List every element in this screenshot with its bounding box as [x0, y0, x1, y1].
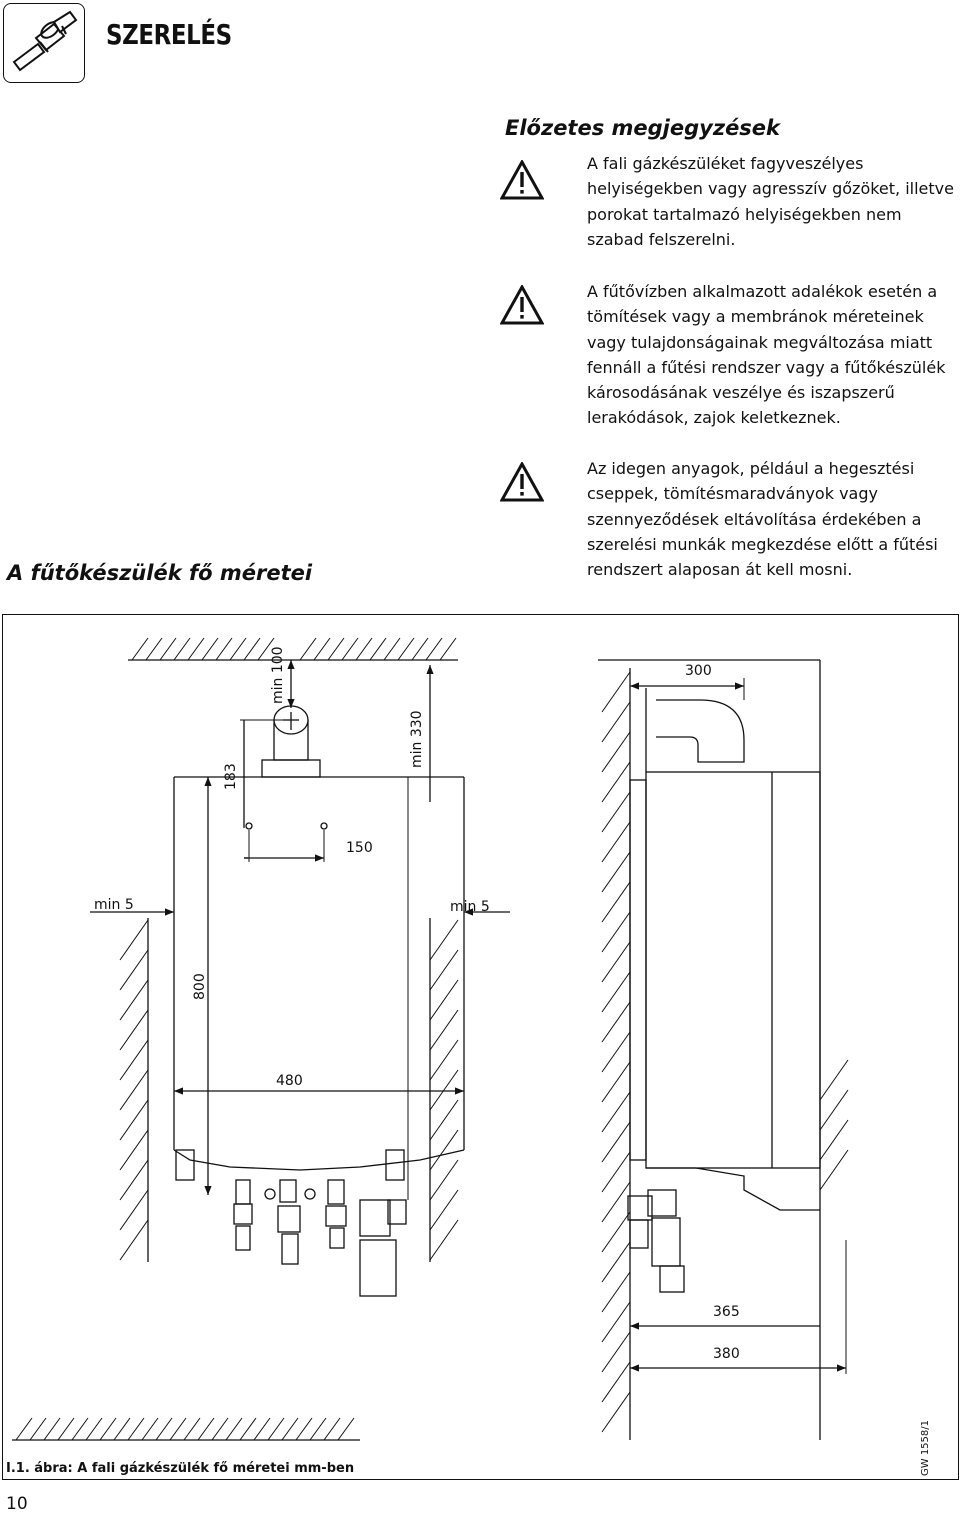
figure-caption: I.1. ábra: A fali gázkészülék fő méretei… [6, 1461, 355, 1476]
note-additives-warning: A fűtővízben alkalmazott adalékok esetén… [587, 282, 946, 428]
dim-width: 480 [276, 1073, 303, 1089]
warning-triangle-icon [500, 462, 544, 502]
warning-triangle-icon [500, 285, 544, 325]
dim-side-height: min 330 [409, 710, 425, 768]
dim-depth-inner: 365 [713, 1304, 740, 1320]
header-icon-box [3, 3, 85, 83]
warning-triangle-icon [500, 160, 544, 200]
dimensions-title: A fűtőkészülék fő méretei [7, 561, 313, 585]
figure-code: GW 1558/1 [920, 1420, 931, 1476]
dim-depth-outer: 380 [713, 1346, 740, 1362]
page-section-title: SZERELÉS [106, 18, 232, 51]
pipe-fitting-icon [12, 10, 78, 72]
dim-flue-length: 300 [685, 663, 712, 679]
dim-right-clearance: min 5 [450, 899, 490, 915]
dim-flue-spacing: 150 [346, 840, 373, 856]
dim-height: 800 [192, 973, 208, 1000]
note-frost-warning: A fali gázkészüléket fagyveszélyes helyi… [587, 154, 954, 249]
dim-top-clearance: min 100 [270, 646, 286, 704]
dim-left-clearance: min 5 [94, 897, 134, 913]
page-number: 10 [6, 1494, 28, 1514]
notes-title: Előzetes megjegyzések [505, 116, 781, 140]
dim-flue-offset: 183 [223, 763, 239, 790]
figure-frame [2, 614, 959, 1480]
note-flushing-warning: Az idegen anyagok, például a hegesztési … [587, 459, 938, 580]
